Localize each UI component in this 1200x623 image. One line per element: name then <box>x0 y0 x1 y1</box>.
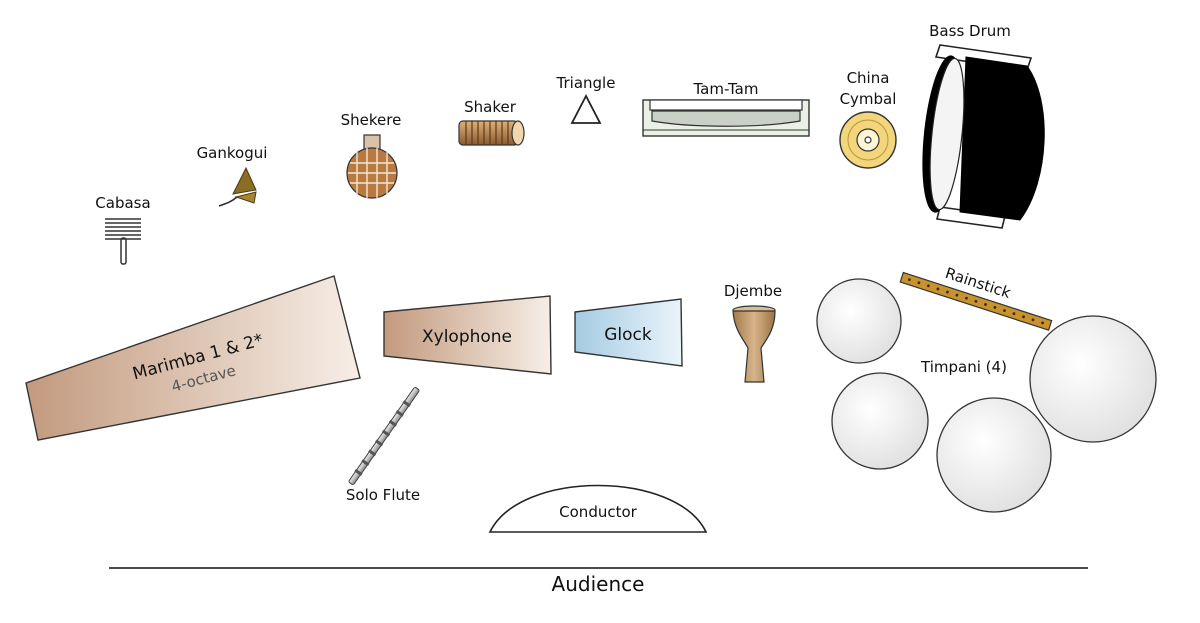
china-cymbal-label-line2: Cymbal <box>840 90 897 108</box>
triangle-label: Triangle <box>556 74 616 92</box>
conductor-podium <box>488 484 708 533</box>
cabasa <box>105 218 141 265</box>
timpani-drum-2 <box>831 372 929 470</box>
solo-flute <box>348 387 420 485</box>
shekere-label: Shekere <box>341 111 402 129</box>
tam-tam-label: Tam-Tam <box>692 80 758 98</box>
timpani-drum-4 <box>1029 315 1157 443</box>
djembe <box>732 305 776 383</box>
rainstick <box>899 271 1053 331</box>
glockenspiel <box>574 298 683 367</box>
bass-drum-label: Bass Drum <box>929 22 1011 40</box>
tam-tam <box>642 99 810 137</box>
gankogui-label: Gankogui <box>197 144 268 162</box>
bass-drum <box>922 44 1045 229</box>
xylophone-label: Xylophone <box>422 327 512 347</box>
shaker-label: Shaker <box>464 98 517 116</box>
shekere <box>346 134 398 199</box>
audience-label: Audience <box>552 572 645 596</box>
solo-flute-label: Solo Flute <box>346 486 420 504</box>
china-cymbal <box>839 111 897 169</box>
cabasa-label: Cabasa <box>95 194 150 212</box>
timpani-drum-1 <box>816 278 902 364</box>
triangle <box>570 94 602 124</box>
gankogui <box>218 166 257 207</box>
xylophone <box>383 295 552 375</box>
conductor-label: Conductor <box>559 503 637 521</box>
marimba <box>25 275 361 441</box>
timpani-drum-3 <box>936 397 1052 513</box>
timpani-label: Timpani (4) <box>920 358 1007 376</box>
glock-label: Glock <box>604 325 652 345</box>
shaker <box>458 120 525 146</box>
djembe-label: Djembe <box>724 282 782 300</box>
china-cymbal-label-line1: China <box>847 69 890 87</box>
